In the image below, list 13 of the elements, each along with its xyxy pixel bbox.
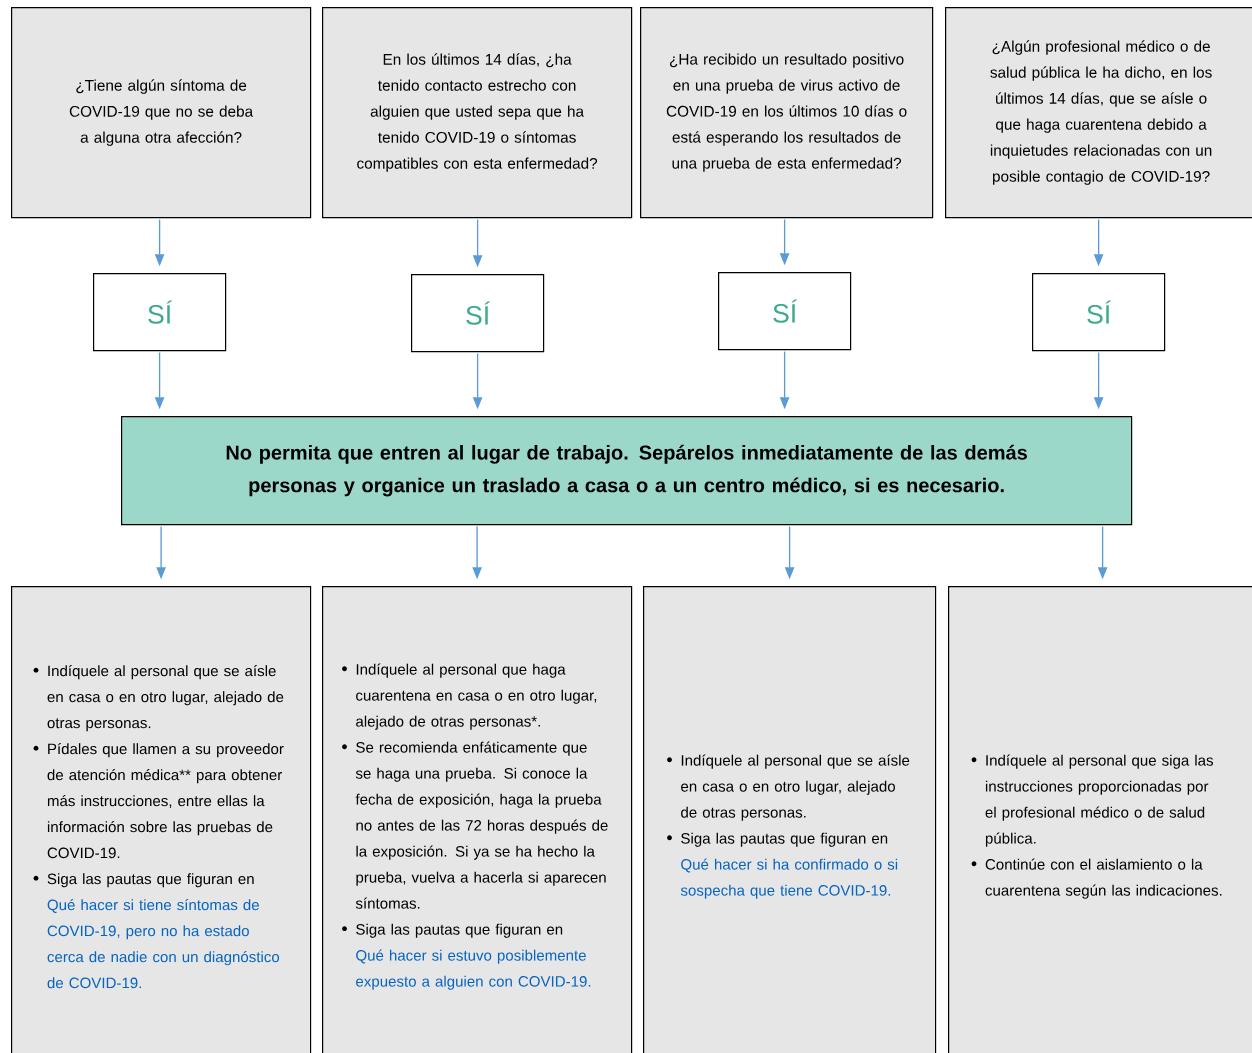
answer-box: SÍ <box>1032 273 1166 352</box>
instruction-box: Indíquele al personal que se aísle en casa o en otro lugar, alejado de otras personas. Siga las pautas que figuran en Qué hacer si ha confirmado o si sospecha que tiene COVID-19. <box>643 586 937 1053</box>
question-box: ¿Algún profesional médico o de salud pública le ha dicho, en los últimos 14 días, que se aísle o que haga cuarentena debido a inquietudes relacionadas con un posible contagio de COVID-19? <box>945 7 1252 219</box>
instruction-box: Indíquele al personal que haga cuarentena en casa o en otro lugar, alejado de otras personas*. Se recomienda enfáticamente que se haga una prueba. Si conoce la fecha de exposición, haga la prueba no antes de las 72 horas después de la exposición. Si ya se ha hecho la prueba, vuelva a hacerla si aparecen síntomas. Siga las pautas que figuran en Qué hacer si estuvo posiblemente expuesto a alguien con COVID-19. <box>322 586 633 1053</box>
answer-box: SÍ <box>718 272 852 351</box>
answer-box: SÍ <box>93 273 227 352</box>
instruction-box: Indíquele al personal que se aísle en casa o en otro lugar, alejado de otras personas. Pídales que llamen a su proveedor de atención médica** para obtener más instrucciones, entre ellas la información sobre las pruebas de COVID-19. Siga las pautas que figuran en Qué hacer si tiene síntomas de COVID-19, pero no ha estado cerca de nadie con un diagnóstico de COVID-19. <box>11 586 312 1053</box>
instruction-box: Indíquele al personal que siga las instrucciones proporcionadas por el profesional médico o de salud pública. Continúe con el aislamiento o la cuarentena según las indicaciones. <box>948 586 1252 1053</box>
question-box: ¿Tiene algún síntoma de COVID-19 que no se deba a alguna otra afección? <box>11 7 312 219</box>
question-box: ¿Ha recibido un resultado positivo en una prueba de virus activo de COVID-19 en los últimos 10 días o está esperando los resultados de una prueba de esta enfermedad? <box>640 7 934 219</box>
question-box: En los últimos 14 días, ¿ha tenido contacto estrecho con alguien que usted sepa que ha tenido COVID-19 o síntomas compatibles con esta enfermedad? <box>322 7 633 219</box>
answer-box: SÍ <box>411 274 545 353</box>
action-box: No permita que entren al lugar de trabajo. Sepárelos inmediatamente de las demás personas y organice un traslado a casa o a un centro médico, si es necesario. <box>121 416 1133 526</box>
